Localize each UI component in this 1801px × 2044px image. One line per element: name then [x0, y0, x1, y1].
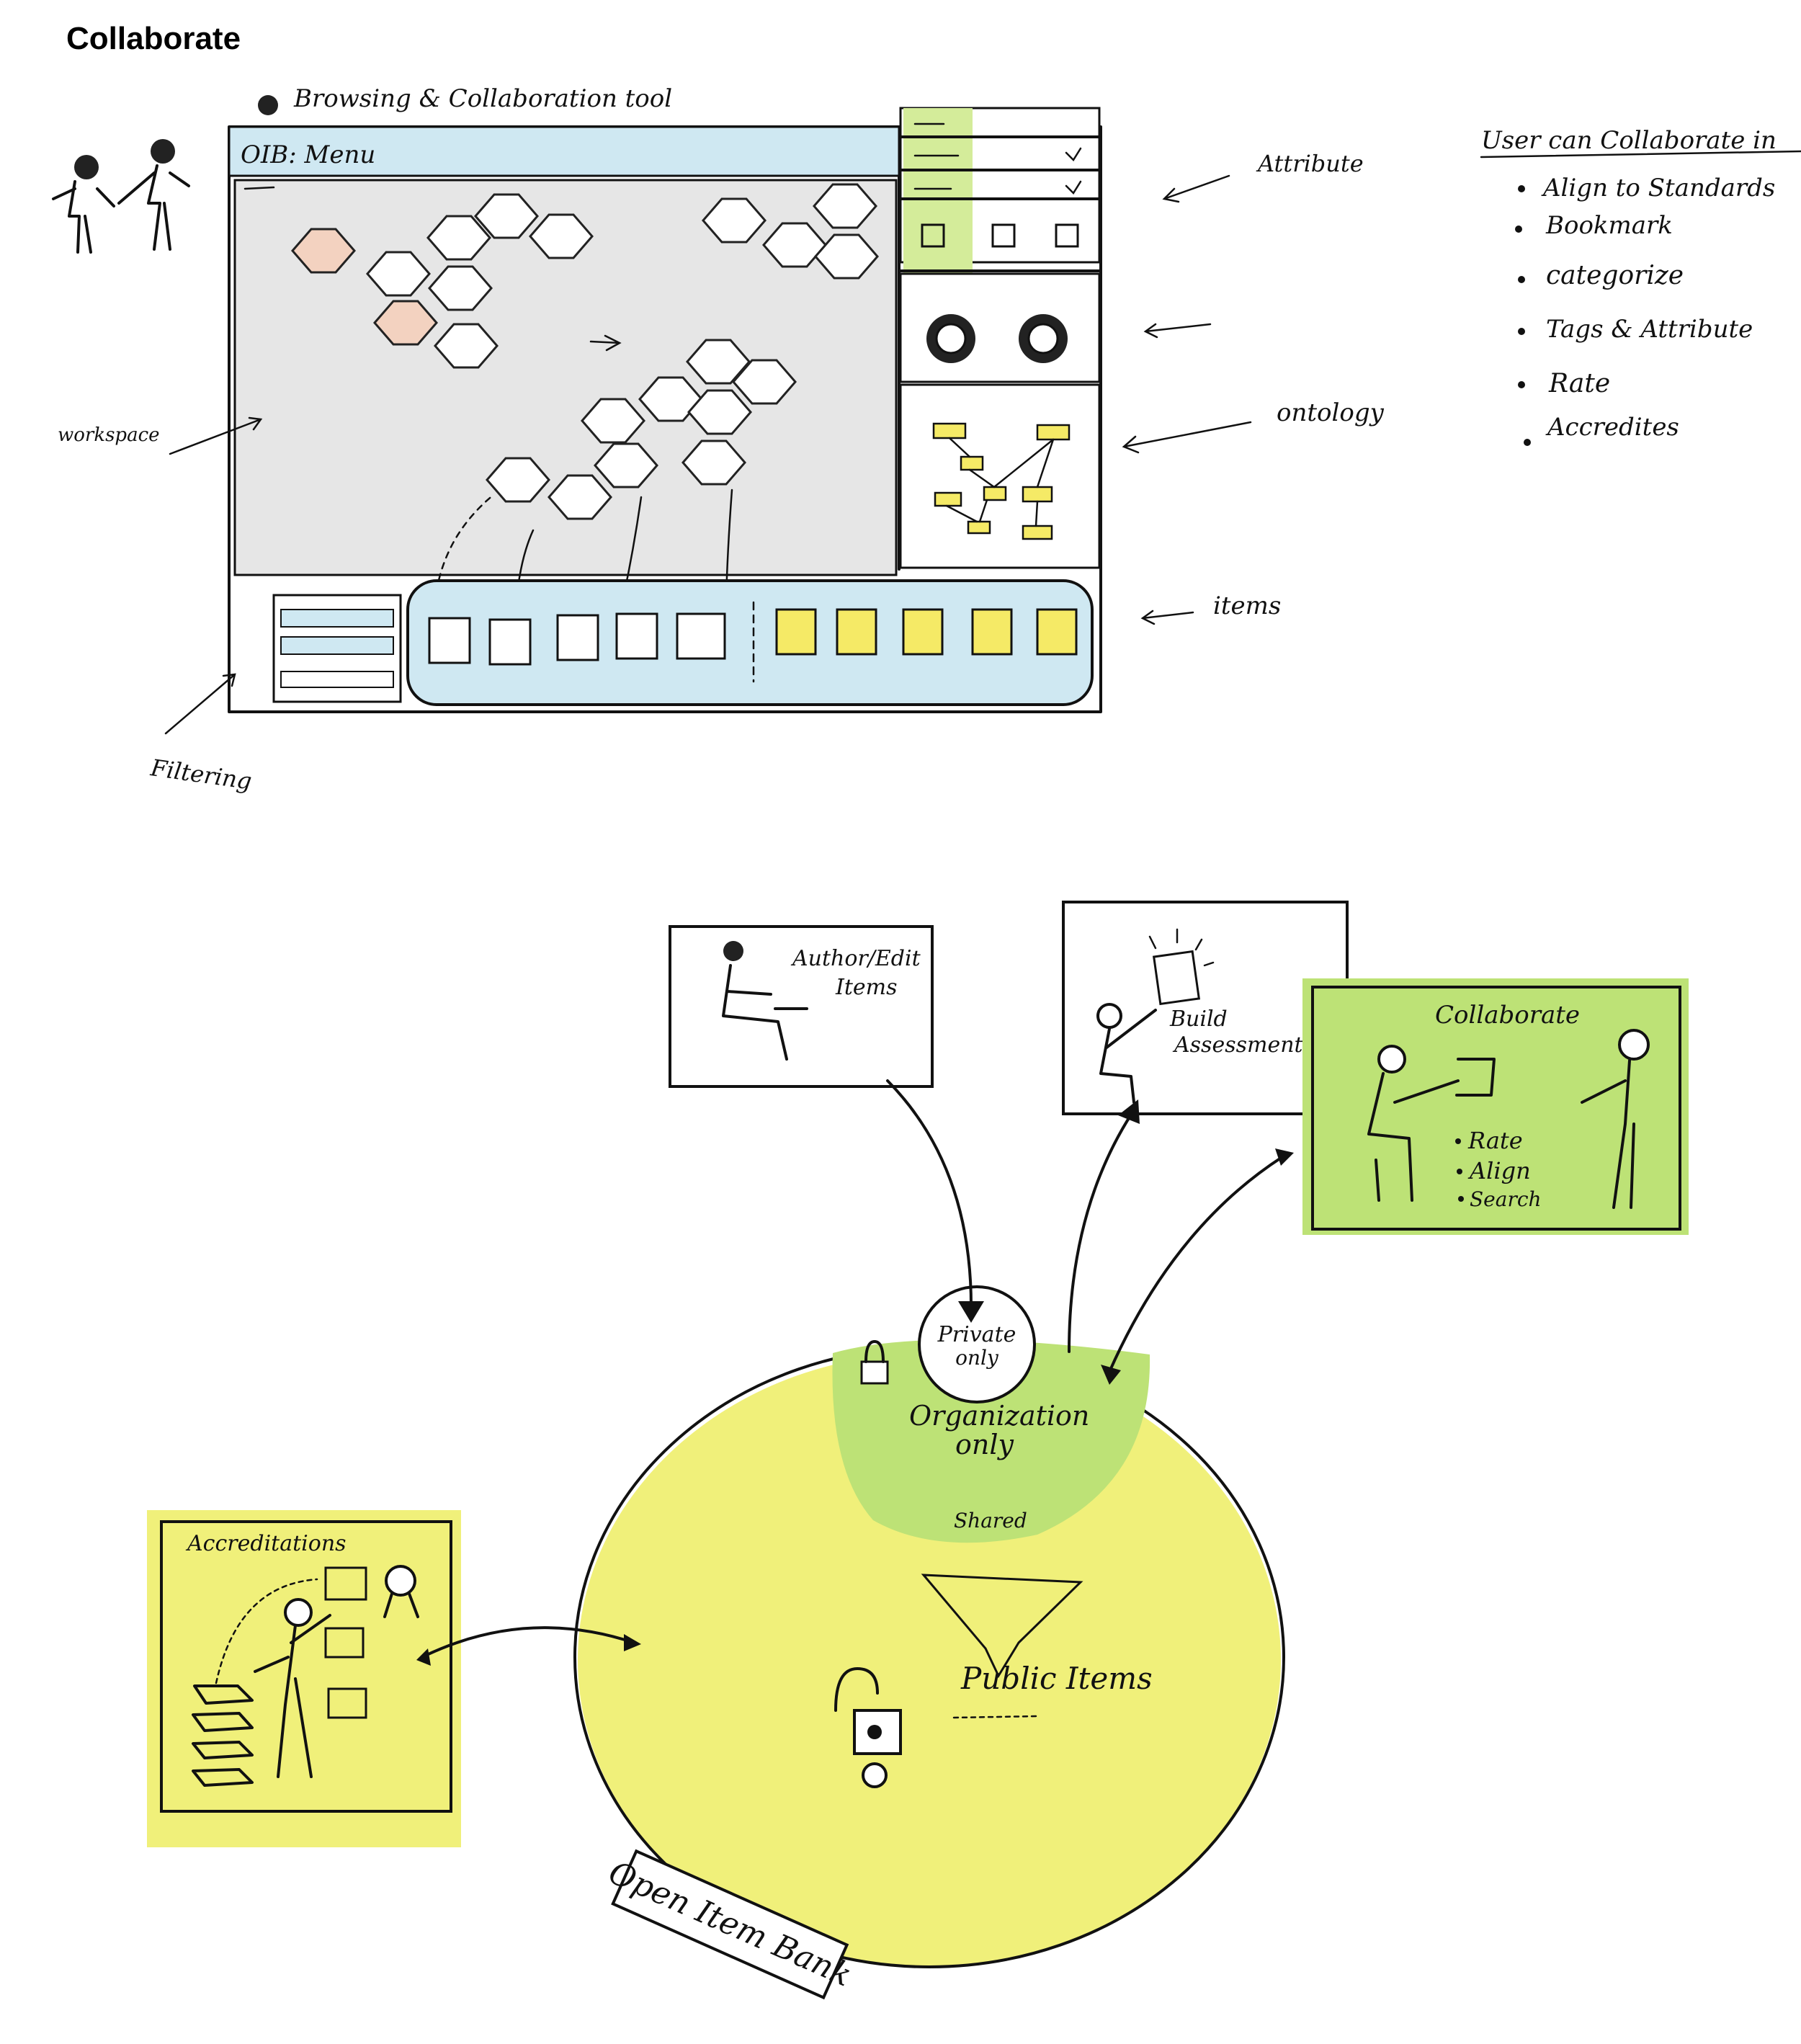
- author-edit-label-1: Author/Edit: [790, 946, 921, 971]
- accreditations-box: Accreditations: [147, 1510, 461, 1847]
- hex-cluster-3: [486, 339, 797, 520]
- hex-cluster-2: [702, 183, 879, 280]
- window-title: OIB: Menu: [241, 140, 375, 169]
- organization-label-1: Organization: [909, 1400, 1089, 1432]
- shared-label: Shared: [954, 1509, 1027, 1532]
- collaborate-title: Collaborate: [1435, 1001, 1580, 1030]
- build-label-1: Build: [1169, 1007, 1228, 1032]
- ontology-label: ontology: [1277, 398, 1385, 427]
- public-label: Public Items: [960, 1661, 1153, 1696]
- item-cards: [428, 612, 726, 666]
- arrow-author-to-private: [886, 1079, 973, 1313]
- sketch-caption: Browsing & Collaboration tool: [293, 84, 672, 113]
- collaborate-item: Align: [1467, 1157, 1531, 1184]
- private-label-1: Private: [937, 1322, 1016, 1347]
- collab-item: Rate: [1548, 369, 1610, 398]
- bullet-icon: [258, 95, 278, 115]
- collab-item: Tags & Attribute: [1546, 315, 1753, 344]
- ontology-panel: [899, 383, 1101, 569]
- collab-heading: User can Collaborate in: [1481, 126, 1777, 155]
- collab-item: Bookmark: [1545, 211, 1673, 240]
- public-arrow: [921, 1574, 1083, 1679]
- collab-list: Align to Standards Bookmark categorize T…: [1515, 174, 1775, 446]
- arrow-org-collaborate: [1108, 1153, 1288, 1373]
- build-label-2: Assessments: [1172, 1032, 1314, 1058]
- arrow-accreditations-bank: [421, 1626, 635, 1659]
- top-sketch: Browsing & Collaboration tool OIB: Menu: [52, 84, 1801, 795]
- arrow-org-to-build: [1068, 1111, 1134, 1353]
- filtering-label: Filtering: [148, 754, 254, 795]
- attribute-panel: [899, 107, 1101, 274]
- app-window-sketch: OIB: Menu: [228, 107, 1102, 713]
- author-edit-label-2: Items: [835, 975, 898, 1000]
- workspace-label: workspace: [58, 424, 160, 446]
- collab-item: categorize: [1546, 261, 1684, 290]
- bottom-diagram: Private only Organization only Shared Pu…: [147, 901, 1689, 2000]
- item-cards-tagged: [775, 608, 1078, 656]
- collaborate-item: Rate: [1467, 1127, 1523, 1154]
- private-circle: [918, 1285, 1036, 1403]
- organization-label-2: only: [955, 1429, 1014, 1460]
- author-edit-box: Author/Edit Items: [669, 925, 934, 1088]
- private-label-2: only: [955, 1346, 999, 1370]
- unlocked-icon: [834, 1667, 902, 1788]
- hex-cluster-1: [291, 193, 594, 369]
- collaborate-item: Search: [1470, 1187, 1542, 1211]
- collaborate-box: Collaborate Rate Align Search: [1302, 978, 1689, 1235]
- open-item-bank-circle: [578, 1353, 1281, 1967]
- page-title: Collaborate: [66, 21, 241, 56]
- lock-icon: [860, 1340, 889, 1385]
- collab-item: Accredites: [1545, 413, 1679, 442]
- collab-item: Align to Standards: [1541, 174, 1775, 202]
- organization-region: [832, 1339, 1150, 1543]
- attribute-label: Attribute: [1256, 150, 1364, 177]
- people-icon: [52, 139, 190, 254]
- dials-panel: [899, 272, 1101, 383]
- items-label: items: [1213, 592, 1281, 620]
- accreditations-title: Accreditations: [185, 1531, 347, 1556]
